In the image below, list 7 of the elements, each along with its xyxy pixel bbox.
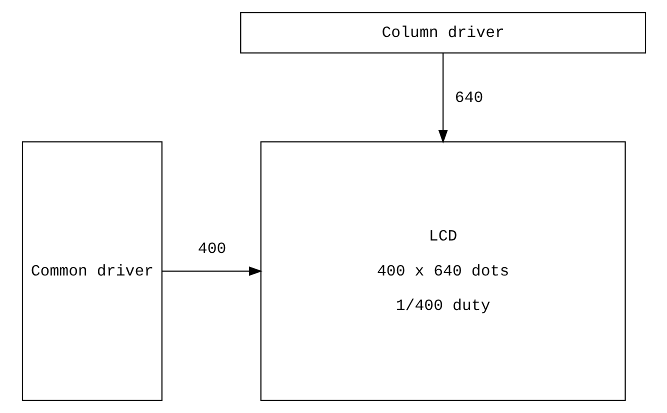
- arrow: [438, 53, 448, 144]
- node-box: Common driver: [21, 141, 162, 402]
- edge-label: 400: [197, 240, 226, 258]
- node-box: LCD 400 x 640 dots 1/400 duty: [260, 141, 626, 402]
- arrow: [161, 266, 262, 276]
- edge-label: 640: [454, 89, 483, 108]
- node-box: Column driver: [240, 12, 646, 54]
